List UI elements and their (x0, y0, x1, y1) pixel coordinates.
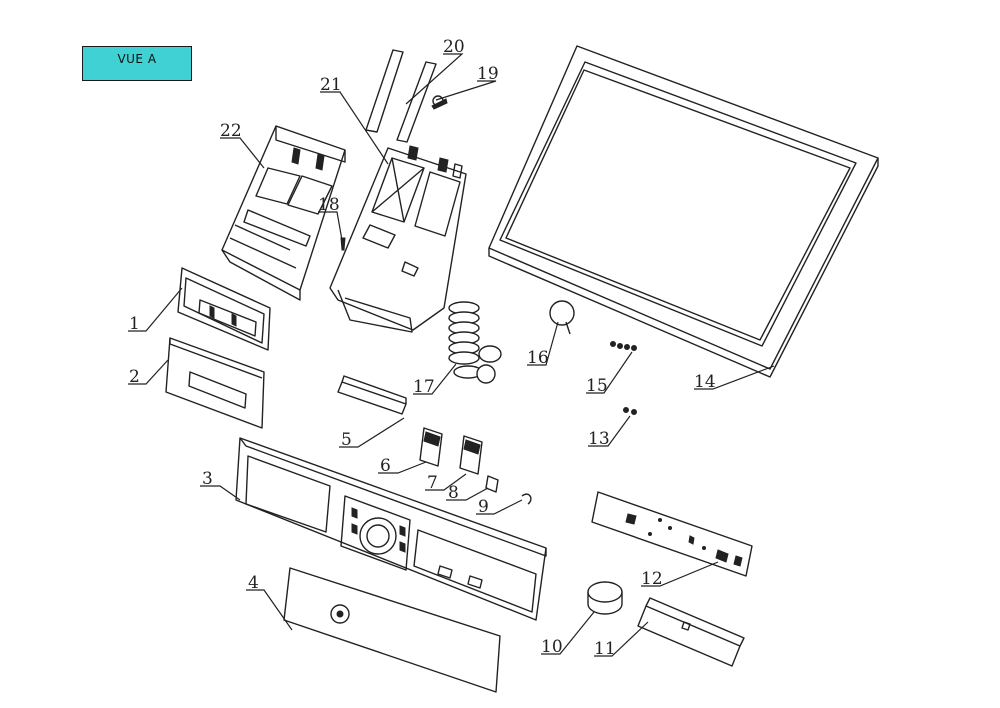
view-label-tag: VUE A (82, 46, 192, 81)
callout-10: 10 (541, 637, 563, 657)
part-3-control-panel-frame (235, 437, 547, 621)
callout-7: 7 (427, 473, 438, 493)
leader-lines (128, 53, 775, 657)
part-17-drain-hose (448, 301, 502, 384)
part-4-front-decor-panel (283, 567, 501, 693)
callout-2: 2 (129, 367, 140, 387)
part-8-small-button (485, 475, 499, 493)
callout-13: 13 (588, 429, 610, 449)
callout-16: 16 (527, 348, 549, 368)
part-7-button-block (459, 435, 483, 475)
part-13-screws (623, 407, 637, 415)
callout-labels: 1 2 3 4 5 6 7 8 9 10 11 12 13 14 15 16 1… (129, 37, 716, 659)
callout-9: 9 (478, 497, 489, 517)
part-16-wire-loop (549, 300, 575, 335)
part-12-control-pcb (591, 491, 753, 577)
callout-22: 22 (220, 121, 242, 141)
callout-5: 5 (341, 430, 352, 450)
part-22-detergent-drawer (221, 125, 346, 301)
part-21-drawer-housing (329, 145, 467, 333)
callout-21: 21 (320, 75, 342, 95)
part-11-display-module (637, 597, 745, 667)
callout-6: 6 (380, 456, 391, 476)
callout-14: 14 (694, 372, 716, 392)
callout-19: 19 (477, 64, 499, 84)
callout-1: 1 (129, 314, 140, 334)
part-10-knob (587, 581, 623, 615)
part-9-spring-clip (521, 493, 532, 505)
callout-8: 8 (448, 483, 459, 503)
callout-17: 17 (413, 377, 435, 397)
part-2-drawer-handle-panel (165, 337, 265, 429)
part-18-screw (340, 237, 346, 251)
view-label-text: VUE A (117, 51, 157, 66)
part-1-drawer-front-frame (177, 267, 271, 351)
callout-4: 4 (248, 573, 259, 593)
part-15-screws (610, 341, 637, 351)
callout-15: 15 (586, 376, 608, 396)
callout-20: 20 (443, 37, 465, 57)
callout-18: 18 (318, 195, 340, 215)
part-5-bracket (337, 375, 407, 415)
callout-11: 11 (594, 639, 616, 659)
part-19-clip (431, 95, 448, 110)
part-14-top-glass-panel (488, 45, 879, 378)
part-20-hoses (365, 49, 437, 143)
callout-12: 12 (641, 569, 663, 589)
part-6-button-block (419, 427, 443, 467)
callout-3: 3 (202, 469, 213, 489)
